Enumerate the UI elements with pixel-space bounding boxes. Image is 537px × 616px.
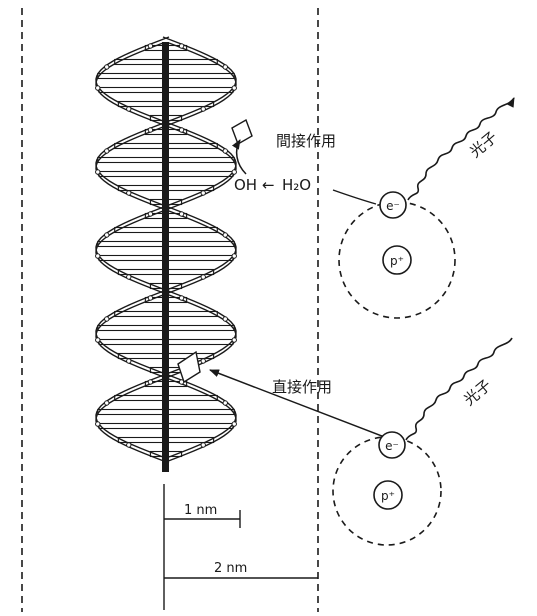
phosphate-dot [105, 149, 109, 153]
strand-break-upper [232, 120, 252, 144]
phosphate-dot [148, 128, 152, 132]
phosphate-dot [201, 107, 205, 111]
phosphate-dot [223, 317, 227, 321]
phosphate-dot [96, 86, 100, 90]
photon-label-bottom: 光子 [460, 376, 495, 409]
phosphate-dot [179, 128, 183, 132]
hydroxyl-attack-arrow [237, 140, 246, 174]
phosphate-dot [127, 443, 131, 447]
phosphate-dot [127, 191, 131, 195]
helix-axis-bar [162, 42, 169, 472]
phosphate-dot [232, 254, 236, 258]
phosphate-dot [179, 296, 183, 300]
phosphate-dot [148, 296, 152, 300]
indirect-action-label: 間接作用 [276, 132, 336, 150]
phosphate-dot [179, 212, 183, 216]
phosphate-dot [223, 65, 227, 69]
phosphate-dot [223, 233, 227, 237]
hydroxyl-label: OH [234, 176, 257, 194]
phosphate-dot [201, 359, 205, 363]
proton-top-label: p⁺ [390, 254, 404, 268]
phosphate-dot [201, 275, 205, 279]
phosphate-dot [232, 422, 236, 426]
direct-action-label: 直接作用 [272, 378, 332, 396]
phosphate-dot [148, 380, 152, 384]
phosphate-dot [127, 107, 131, 111]
phosphate-dot [232, 170, 236, 174]
water-excitation-line [333, 190, 376, 204]
photon-wave-bottom [406, 338, 512, 440]
phosphate-dot [105, 233, 109, 237]
phosphate-dot [127, 359, 131, 363]
phosphate-dot [96, 170, 100, 174]
phosphate-dot [148, 212, 152, 216]
phosphate-dot [201, 443, 205, 447]
proton-bottom-label: p⁺ [381, 489, 395, 503]
phosphate-dot [105, 65, 109, 69]
scale-2nm-label: 2 nm [214, 561, 247, 576]
phosphate-dot [96, 422, 100, 426]
phosphate-dot [223, 401, 227, 405]
water-molecule-label: H₂O [282, 176, 311, 194]
photon-label-top: 光子 [466, 128, 501, 161]
photon-wave-top [408, 98, 514, 200]
phosphate-dot [96, 338, 100, 342]
phosphate-dot [148, 44, 152, 48]
phosphate-dot [105, 317, 109, 321]
phosphate-dot [179, 44, 183, 48]
reaction-arrow-glyph: ← [262, 176, 275, 194]
phosphate-dot [201, 191, 205, 195]
scale-measurements: 1 nm 2 nm [164, 484, 318, 610]
phosphate-dot [127, 275, 131, 279]
phosphate-dot [96, 254, 100, 258]
electron-bottom-label: e⁻ [385, 439, 399, 453]
scale-1nm-label: 1 nm [184, 503, 217, 518]
dna-double-helix [96, 37, 252, 463]
phosphate-dot [105, 401, 109, 405]
phosphate-dot [223, 149, 227, 153]
electron-top-label: e⁻ [386, 199, 400, 213]
phosphate-dot [232, 338, 236, 342]
phosphate-dot [232, 86, 236, 90]
